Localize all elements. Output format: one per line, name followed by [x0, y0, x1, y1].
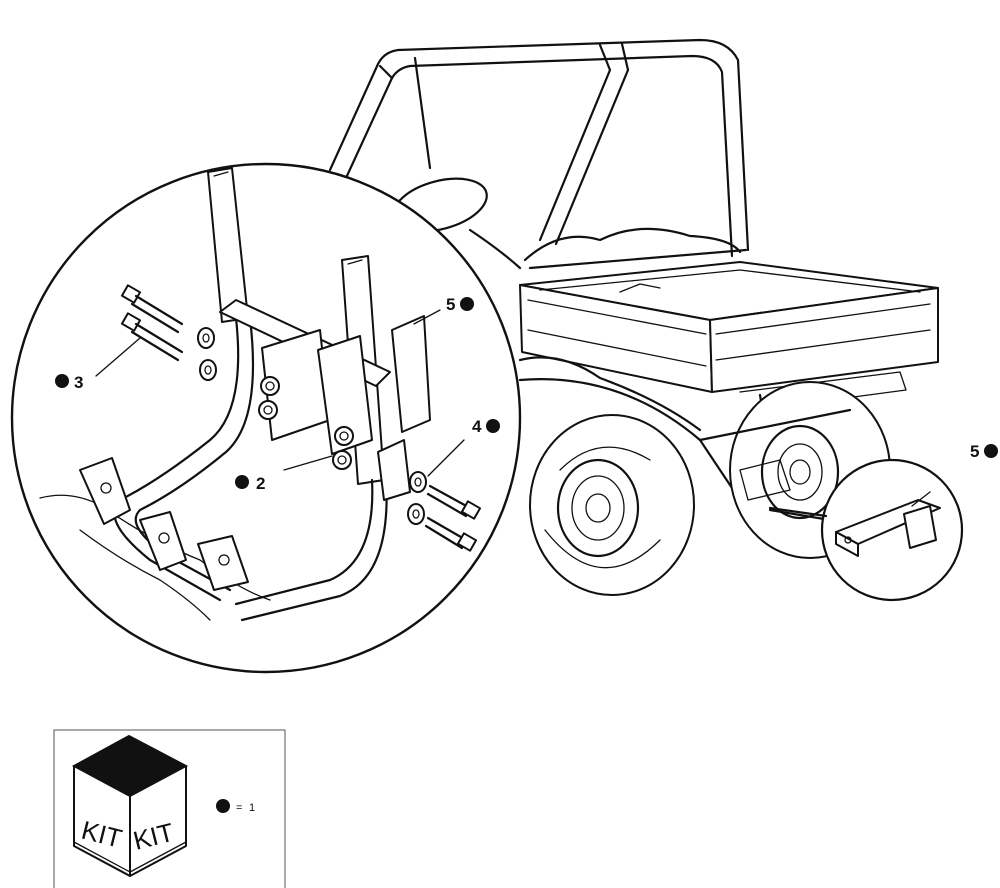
callout-4: 4	[472, 417, 500, 436]
callout-5-main-number: 5	[446, 295, 455, 314]
detail-hitch-bracket	[768, 458, 964, 602]
kit-equals-sign: =	[236, 802, 242, 814]
callout-3: 3	[55, 373, 83, 392]
bolts-right	[407, 471, 482, 552]
callout-2-number: 2	[256, 474, 265, 493]
kit-legend: KIT KIT = 1	[53, 729, 286, 888]
detail-magnifier	[10, 162, 522, 674]
kit-dot-icon	[216, 799, 230, 813]
callout-2: 2	[235, 474, 265, 493]
callout-3-number: 3	[74, 373, 83, 392]
spacer-nuts	[258, 376, 354, 470]
bolts-left	[120, 284, 217, 381]
callout-5-detail: 5	[970, 442, 998, 461]
callout-5-detail-number: 5	[970, 442, 979, 461]
callout-4-number: 4	[472, 417, 482, 436]
callout-5-main: 5	[446, 295, 474, 314]
utility-vehicle	[328, 38, 939, 596]
kit-box-icon: KIT KIT	[71, 734, 189, 877]
kit-quantity: 1	[249, 802, 255, 814]
